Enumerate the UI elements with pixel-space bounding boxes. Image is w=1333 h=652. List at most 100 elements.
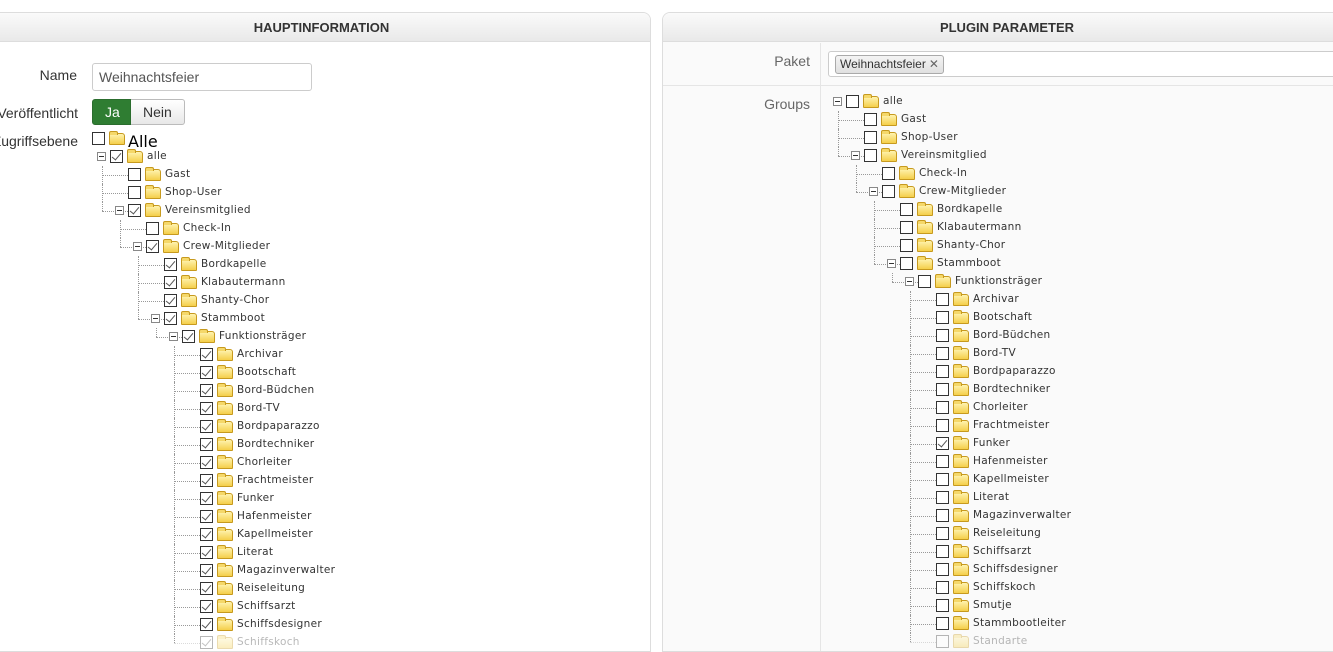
checkbox[interactable] bbox=[936, 617, 949, 630]
checkbox[interactable] bbox=[936, 401, 949, 414]
checkbox[interactable] bbox=[200, 582, 213, 595]
checkbox[interactable] bbox=[200, 600, 213, 613]
tree-guide-line bbox=[156, 328, 157, 337]
tree-guide-line bbox=[174, 544, 175, 562]
tree-connector bbox=[910, 534, 936, 535]
checkbox[interactable] bbox=[128, 168, 141, 181]
checkbox[interactable] bbox=[200, 618, 213, 631]
checkbox[interactable] bbox=[200, 366, 213, 379]
checkbox[interactable] bbox=[846, 95, 859, 108]
checkbox[interactable] bbox=[918, 275, 931, 288]
checkbox[interactable] bbox=[936, 347, 949, 360]
collapse-icon[interactable] bbox=[833, 97, 842, 106]
checkbox[interactable] bbox=[882, 185, 895, 198]
checkbox[interactable] bbox=[200, 348, 213, 361]
published-label: Veröffentlicht bbox=[0, 105, 78, 121]
tree-connector bbox=[120, 229, 146, 230]
name-input[interactable] bbox=[92, 63, 312, 91]
tree-guide-line bbox=[174, 400, 175, 418]
tree-guide-line bbox=[138, 292, 139, 310]
folder-icon bbox=[163, 221, 179, 235]
tree-guide-line bbox=[174, 490, 175, 508]
checkbox[interactable] bbox=[936, 329, 949, 342]
published-yes-button[interactable]: Ja bbox=[92, 99, 131, 125]
collapse-icon[interactable] bbox=[869, 187, 878, 196]
folder-icon bbox=[863, 94, 879, 108]
tree-guide-line bbox=[174, 616, 175, 634]
checkbox[interactable] bbox=[146, 240, 159, 253]
remove-chip-icon[interactable]: ✕ bbox=[928, 57, 939, 71]
checkbox[interactable] bbox=[936, 599, 949, 612]
checkbox[interactable] bbox=[900, 257, 913, 270]
tree-label: Bordpaparazzo bbox=[237, 420, 320, 432]
checkbox[interactable] bbox=[200, 456, 213, 469]
checkbox[interactable] bbox=[200, 420, 213, 433]
checkbox[interactable] bbox=[882, 167, 895, 180]
checkbox[interactable] bbox=[200, 528, 213, 541]
checkbox[interactable] bbox=[936, 383, 949, 396]
checkbox[interactable] bbox=[936, 509, 949, 522]
checkbox[interactable] bbox=[936, 545, 949, 558]
checkbox[interactable] bbox=[200, 492, 213, 505]
checkbox[interactable] bbox=[900, 221, 913, 234]
checkbox[interactable] bbox=[200, 636, 213, 649]
checkbox[interactable] bbox=[936, 563, 949, 576]
checkbox[interactable] bbox=[164, 276, 177, 289]
paket-select[interactable]: Weihnachtsfeier✕ bbox=[828, 51, 1333, 77]
collapse-icon[interactable] bbox=[133, 242, 142, 251]
checkbox[interactable] bbox=[200, 564, 213, 577]
tree-connector bbox=[874, 228, 900, 229]
checkbox[interactable] bbox=[900, 239, 913, 252]
checkbox[interactable] bbox=[936, 455, 949, 468]
folder-icon bbox=[217, 347, 233, 361]
collapse-icon[interactable] bbox=[115, 206, 124, 215]
checkbox[interactable] bbox=[936, 491, 949, 504]
collapse-icon[interactable] bbox=[887, 259, 896, 268]
checkbox[interactable] bbox=[864, 131, 877, 144]
tree-label: Chorleiter bbox=[237, 456, 292, 468]
folder-icon bbox=[217, 599, 233, 613]
checkbox[interactable] bbox=[164, 312, 177, 325]
checkbox[interactable] bbox=[936, 473, 949, 486]
checkbox[interactable] bbox=[864, 149, 877, 162]
checkbox[interactable] bbox=[200, 438, 213, 451]
checkbox[interactable] bbox=[936, 365, 949, 378]
checkbox[interactable] bbox=[200, 546, 213, 559]
checkbox[interactable] bbox=[110, 150, 123, 163]
checkbox[interactable] bbox=[200, 402, 213, 415]
collapse-icon[interactable] bbox=[97, 152, 106, 161]
published-no-button[interactable]: Nein bbox=[131, 99, 185, 125]
checkbox[interactable] bbox=[164, 258, 177, 271]
tree-guide-line bbox=[174, 364, 175, 382]
checkbox[interactable] bbox=[864, 113, 877, 126]
checkbox[interactable] bbox=[936, 311, 949, 324]
checkbox[interactable] bbox=[936, 581, 949, 594]
collapse-icon[interactable] bbox=[151, 314, 160, 323]
checkbox[interactable] bbox=[200, 384, 213, 397]
tree-guide-line bbox=[874, 201, 875, 219]
checkbox[interactable] bbox=[164, 294, 177, 307]
checkbox[interactable] bbox=[200, 510, 213, 523]
checkbox[interactable] bbox=[936, 437, 949, 450]
folder-icon bbox=[217, 635, 233, 649]
checkbox[interactable] bbox=[936, 527, 949, 540]
folder-icon bbox=[917, 256, 933, 270]
checkbox[interactable] bbox=[200, 474, 213, 487]
collapse-icon[interactable] bbox=[169, 332, 178, 341]
collapse-icon[interactable] bbox=[905, 277, 914, 286]
checkbox[interactable] bbox=[936, 293, 949, 306]
checkbox[interactable] bbox=[128, 186, 141, 199]
published-toggle[interactable]: Ja Nein bbox=[92, 99, 185, 125]
collapse-icon[interactable] bbox=[851, 151, 860, 160]
checkbox[interactable] bbox=[936, 419, 949, 432]
checkbox[interactable] bbox=[182, 330, 195, 343]
checkbox[interactable] bbox=[146, 222, 159, 235]
tree-connector bbox=[174, 445, 200, 446]
tree-label: Reiseleitung bbox=[237, 582, 306, 594]
tree-guide-line bbox=[138, 256, 139, 274]
checkbox[interactable] bbox=[900, 203, 913, 216]
checkbox[interactable] bbox=[92, 132, 105, 145]
tree-connector bbox=[910, 480, 936, 481]
checkbox[interactable] bbox=[128, 204, 141, 217]
tree-guide-line bbox=[102, 184, 103, 202]
